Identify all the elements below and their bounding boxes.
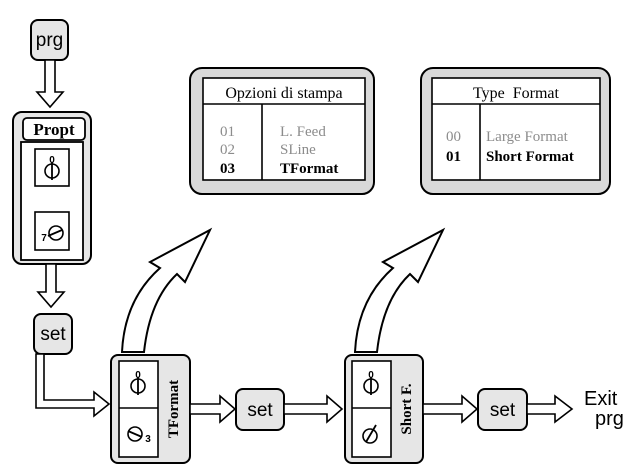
arrow-right-3 [422, 394, 479, 424]
curved-arrow-1 [120, 227, 213, 353]
shortf-top-mark: 0 [368, 370, 374, 381]
type-format-code: 00 [446, 129, 461, 145]
tformat-top-mark: 0 [135, 370, 141, 381]
prg-key[interactable]: prg [30, 19, 69, 61]
arrow-right-4 [526, 394, 574, 424]
shortf-label: Short F. [399, 383, 415, 434]
selector-knob-icon: 0 [44, 155, 60, 180]
tformat-bottom-mark: 3 [145, 434, 151, 445]
selector-knob-icon: 0 [130, 370, 146, 395]
print-option-label: L. Feed [280, 124, 326, 140]
print-option-code: 02 [220, 142, 235, 158]
tformat-label: TFormat [166, 380, 182, 438]
set-key-1-label: set [40, 324, 66, 345]
type-format-code-selected: 01 [446, 149, 461, 165]
type-format-label-selected: Short Format [486, 149, 574, 165]
print-option-label: SLine [280, 142, 316, 158]
prg-key-label: prg [36, 30, 63, 51]
set-key-3-label: set [490, 400, 516, 421]
propt-title: Propt [33, 120, 75, 139]
type-format-panel: Type Format 00 Large Format 01 Short For… [420, 67, 611, 195]
selector-knob-icon: 7 [41, 225, 64, 244]
set-key-1[interactable]: set [33, 313, 73, 355]
curved-arrow-2 [353, 227, 446, 353]
arrow-elbow [35, 353, 111, 418]
set-key-2[interactable]: set [235, 388, 285, 431]
arrow-right-1 [189, 394, 237, 424]
set-key-3[interactable]: set [477, 388, 528, 431]
shortf-block: 0 Short F. [344, 354, 424, 464]
print-option-code-selected: 03 [220, 161, 235, 177]
propt-block: Propt 0 7 [12, 111, 92, 265]
print-option-label-selected: TFormat [280, 161, 338, 177]
type-format-label: Large Format [486, 129, 569, 145]
propt-bottom-mark: 7 [41, 233, 47, 244]
set-key-2-label: set [247, 400, 273, 421]
arrow-down-1 [35, 59, 65, 109]
tformat-block: 0 3 TFormat [110, 354, 191, 464]
type-format-title: Type Format [473, 85, 560, 102]
selector-knob-icon: 0 [363, 370, 379, 395]
arrow-down-2 [36, 263, 66, 309]
propt-top-mark: 0 [49, 155, 55, 166]
selector-knob-icon: 3 [127, 426, 151, 445]
exit-label-line1: Exit [584, 388, 618, 410]
print-options-panel: Opzioni di stampa 01 L. Feed 02 SLine 03… [189, 67, 375, 195]
print-option-code: 01 [220, 124, 235, 140]
print-options-title: Opzioni di stampa [225, 85, 342, 102]
selector-knob-icon [362, 424, 378, 444]
arrow-right-2 [283, 394, 344, 424]
exit-label-line2: prg [595, 408, 624, 430]
